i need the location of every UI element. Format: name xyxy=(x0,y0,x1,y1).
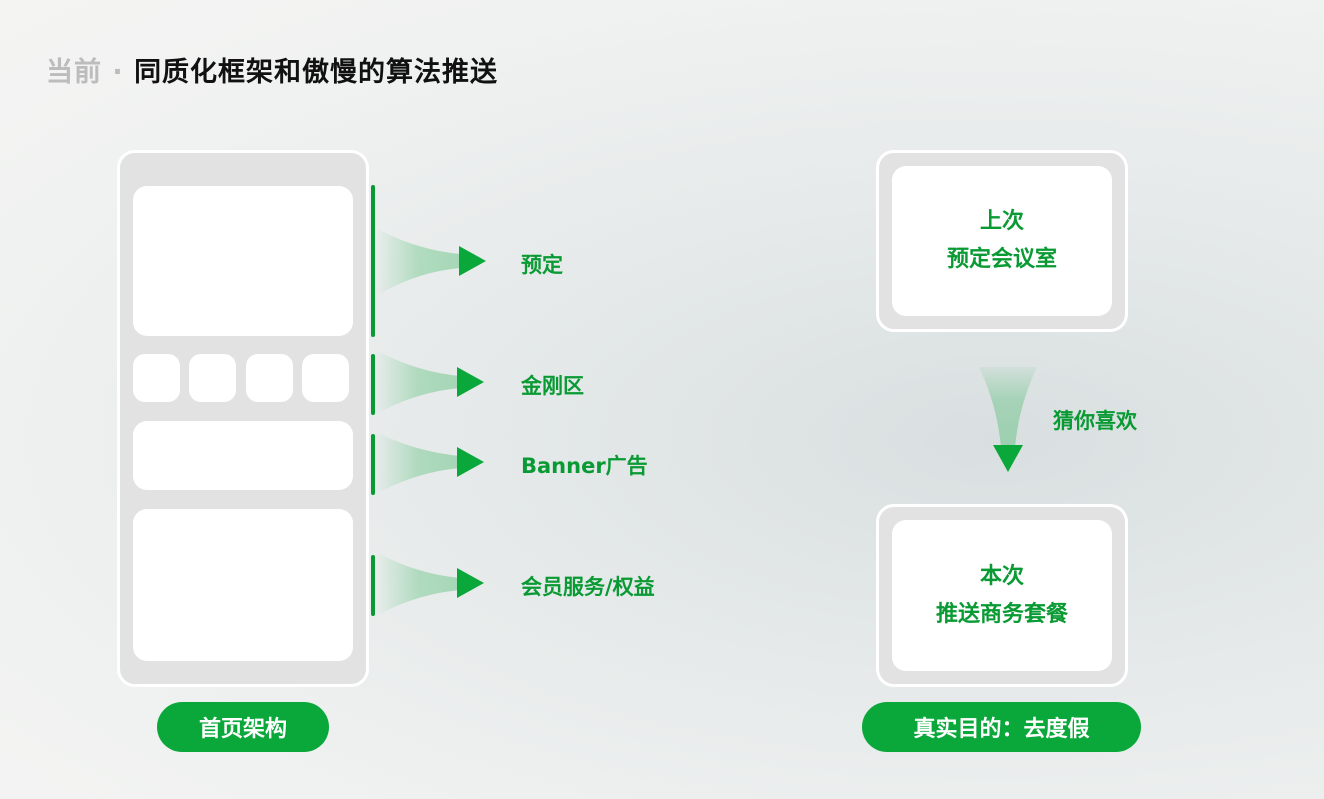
arrow-icon xyxy=(376,432,484,494)
bracket-bar xyxy=(371,555,375,616)
icon-tile xyxy=(246,354,293,402)
bracket-bar xyxy=(371,185,375,337)
label-kingkong: 金刚区 xyxy=(521,374,584,398)
homepage-caption: 首页架构 xyxy=(157,702,329,752)
membership-block xyxy=(133,509,353,661)
label-banner: Banner广告 xyxy=(521,454,648,478)
arrow-icon xyxy=(376,228,486,296)
label-membership: 会员服务/权益 xyxy=(521,575,655,599)
label-booking: 预定 xyxy=(521,253,563,277)
arrow-icon xyxy=(376,552,484,616)
current-box: 本次推送商务套餐 xyxy=(892,520,1112,671)
icon-tile xyxy=(302,354,349,402)
booking-block xyxy=(133,186,353,336)
arrow-icon xyxy=(376,350,484,414)
previous-box: 上次预定会议室 xyxy=(892,166,1112,316)
bracket-bar xyxy=(371,434,375,495)
down-arrow-icon xyxy=(979,367,1037,472)
page-title: 当前 · 同质化框架和傲慢的算法推送 xyxy=(46,57,499,88)
guess-you-like-label: 猜你喜欢 xyxy=(1053,409,1137,433)
arrows xyxy=(376,228,486,616)
true-purpose-caption: 真实目的：去度假 xyxy=(862,702,1141,752)
icon-tile xyxy=(133,354,180,402)
banner-block xyxy=(133,421,353,490)
bracket-bar xyxy=(371,354,375,415)
icon-tile xyxy=(189,354,236,402)
